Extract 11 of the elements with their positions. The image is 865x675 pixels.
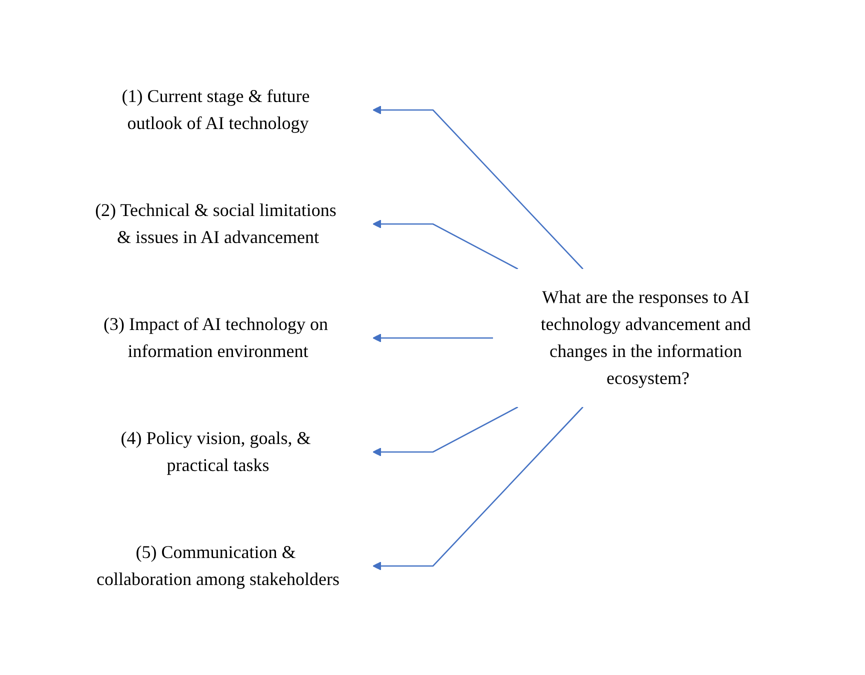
- arrow: [372, 105, 583, 269]
- node-text: (3) Impact of AI technology on information environment: [103, 314, 328, 360]
- node-text: What are the responses to AI technology advancement and changes in the information ecosystem?: [540, 286, 750, 388]
- arrow: [372, 219, 518, 270]
- node-text: (1) Current stage & future outlook of AI technology: [121, 86, 310, 132]
- node-text: (4) Policy vision, goals, & practical tasks: [120, 428, 310, 474]
- arrow: [372, 333, 492, 342]
- arrow: [372, 406, 583, 570]
- node-text: (2) Technical & social limitations & issues in AI advancement: [94, 200, 336, 246]
- node-text: (5) Communication & collaboration among stakeholders: [96, 542, 339, 588]
- arrow: [372, 406, 518, 456]
